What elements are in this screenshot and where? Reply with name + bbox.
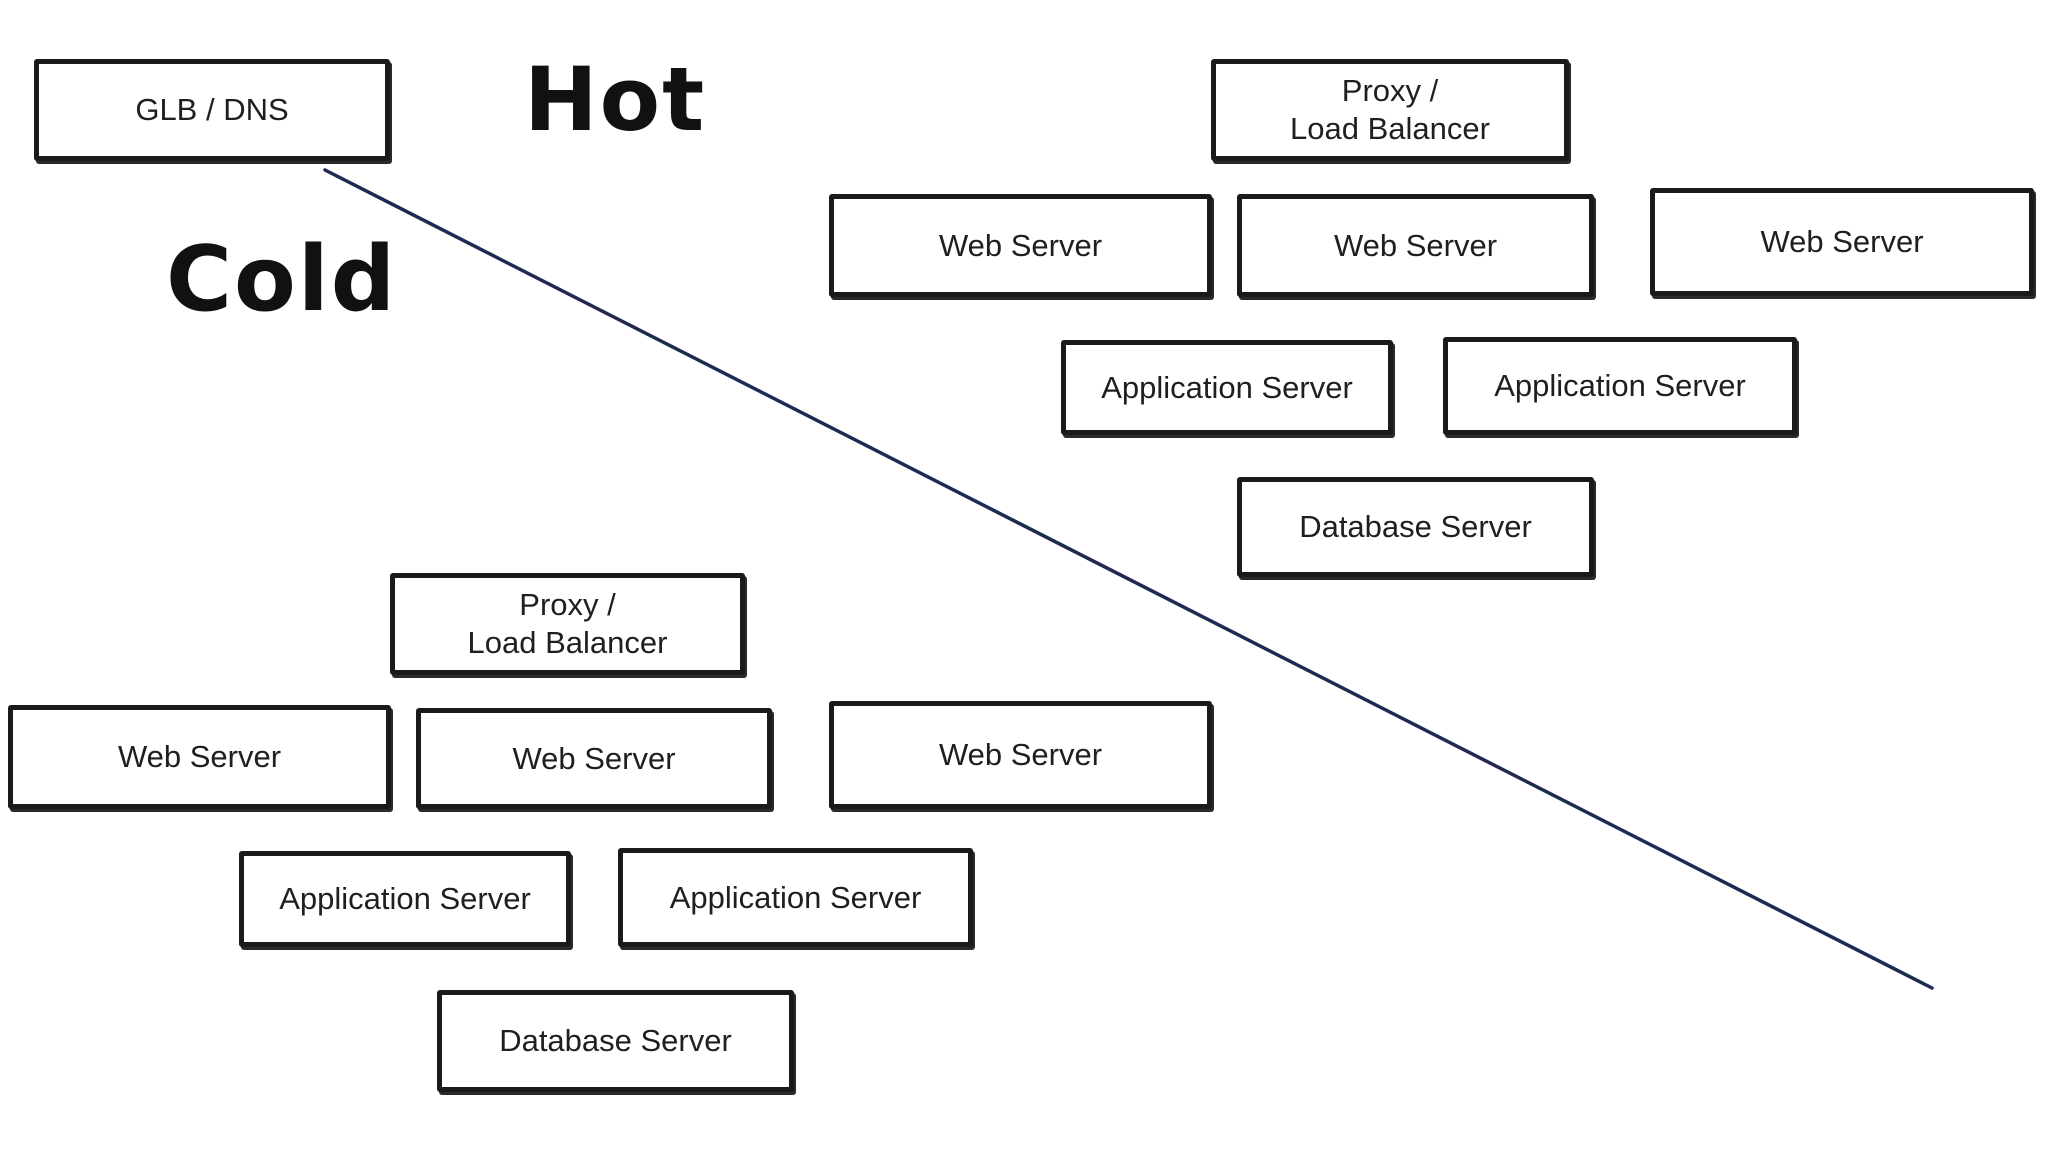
cold-application-server-1-box[interactable]: Application Server (239, 851, 571, 947)
hot-web-server-1-box[interactable]: Web Server (829, 194, 1212, 297)
cold-database-server-label: Database Server (499, 1023, 732, 1058)
cold-proxy-load-balancer-box[interactable]: Proxy / Load Balancer (390, 573, 745, 675)
cold-web-server-2-label: Web Server (512, 740, 676, 776)
hot-proxy-load-balancer-box[interactable]: Proxy / Load Balancer (1211, 59, 1569, 161)
cold-web-server-3-box[interactable]: Web Server (829, 701, 1212, 809)
cold-application-server-2-label: Application Server (669, 879, 922, 915)
cold-application-server-2-box[interactable]: Application Server (618, 848, 973, 947)
cold-database-server-box[interactable]: Database Server (437, 990, 794, 1092)
cold-web-server-2-box[interactable]: Web Server (416, 708, 772, 809)
cold-zone-label: Cold (166, 227, 398, 332)
hot-web-server-3-box[interactable]: Web Server (1650, 188, 2034, 296)
hot-application-server-2-box[interactable]: Application Server (1443, 337, 1797, 435)
glb-dns-label: GLB / DNS (135, 92, 289, 127)
hot-proxy-label-line2: Load Balancer (1290, 111, 1490, 146)
hot-application-server-1-label: Application Server (1101, 369, 1353, 405)
cold-web-server-1-label: Web Server (117, 739, 282, 774)
cold-application-server-1-label: Application Server (279, 881, 531, 916)
hot-web-server-2-label: Web Server (1333, 227, 1498, 263)
hot-database-server-box[interactable]: Database Server (1237, 477, 1594, 577)
glb-dns-box[interactable]: GLB / DNS (34, 59, 390, 161)
cold-web-server-1-box[interactable]: Web Server (8, 705, 391, 809)
hot-web-server-3-label: Web Server (1760, 224, 1924, 259)
hot-zone-label: Hot (524, 48, 707, 151)
hot-application-server-1-box[interactable]: Application Server (1061, 340, 1393, 435)
hot-proxy-label-line1: Proxy / (1341, 73, 1439, 108)
hot-application-server-2-label: Application Server (1494, 368, 1746, 403)
hot-database-server-label: Database Server (1299, 509, 1532, 544)
cold-proxy-label-line1: Proxy / (519, 587, 616, 622)
hot-web-server-2-box[interactable]: Web Server (1237, 194, 1594, 297)
cold-web-server-3-label: Web Server (938, 737, 1103, 772)
hot-web-server-1-label: Web Server (938, 227, 1103, 263)
cold-proxy-label-line2: Load Balancer (467, 625, 668, 660)
